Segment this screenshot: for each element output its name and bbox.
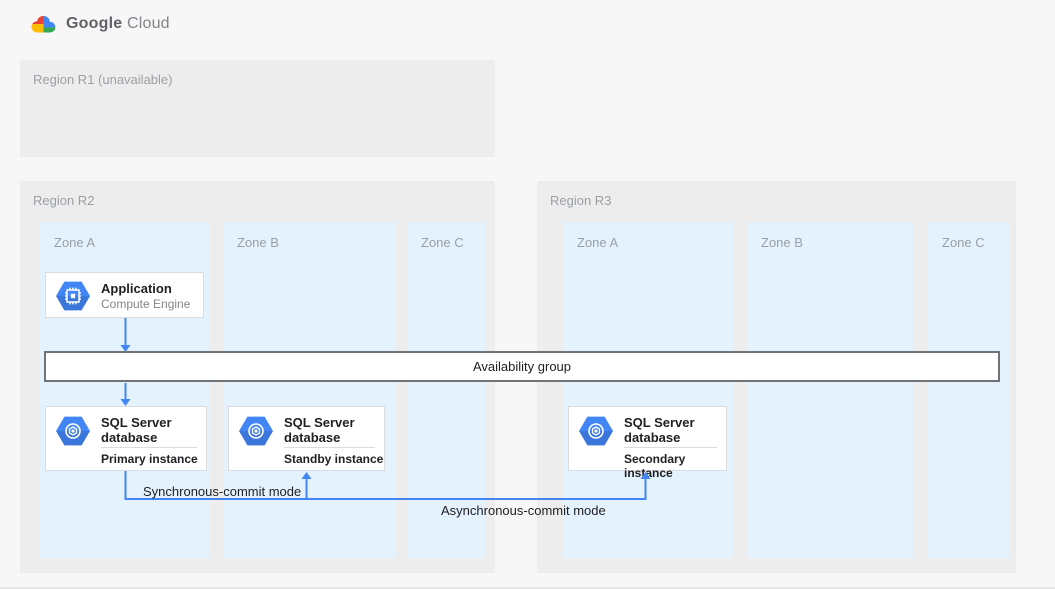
zone-r3-a: Zone A bbox=[563, 222, 733, 558]
region-r1-label: Region R1 (unavailable) bbox=[33, 72, 173, 87]
sql-primary-instance-label: Primary instance bbox=[101, 452, 198, 466]
cloud-sql-icon bbox=[239, 416, 273, 446]
async-commit-label: Asynchronous-commit mode bbox=[441, 503, 606, 518]
logo-wordmark: Google Cloud bbox=[66, 15, 170, 33]
sql-secondary-instance-label: Secondary instance bbox=[624, 452, 686, 480]
application-title: Application bbox=[101, 281, 172, 296]
google-cloud-icon bbox=[31, 15, 56, 33]
availability-group-label: Availability group bbox=[472, 359, 572, 374]
divider bbox=[284, 447, 375, 448]
sql-secondary-title: SQL Server database bbox=[624, 415, 695, 445]
sql-primary-title: SQL Server database bbox=[101, 415, 172, 445]
region-r3-label: Region R3 bbox=[550, 193, 612, 208]
sql-standby-instance-label: Standby instance bbox=[284, 452, 384, 466]
divider bbox=[624, 447, 717, 448]
zone-r2-c: Zone C bbox=[407, 222, 485, 558]
google-cloud-logo: Google Cloud bbox=[30, 13, 170, 34]
cloud-sql-icon bbox=[579, 416, 613, 446]
zone-r2-a-label: Zone A bbox=[54, 235, 96, 250]
sql-standby-title: SQL Server database bbox=[284, 415, 355, 445]
sql-secondary-node: SQL Server database Secondary instance bbox=[568, 406, 727, 480]
sql-standby-node: SQL Server database Standby instance bbox=[228, 406, 385, 471]
logo-word-google: Google bbox=[66, 14, 123, 32]
logo-word-cloud: Cloud bbox=[126, 14, 170, 32]
region-r2-label: Region R2 bbox=[33, 193, 95, 208]
zone-r2-c-label: Zone C bbox=[421, 235, 464, 250]
zone-r3-b-label: Zone B bbox=[761, 235, 803, 250]
zone-r3-c: Zone C bbox=[928, 222, 1010, 558]
zone-r3-a-label: Zone A bbox=[577, 235, 619, 250]
sync-commit-label: Synchronous-commit mode bbox=[143, 484, 302, 499]
divider bbox=[101, 447, 197, 448]
cloud-sql-icon bbox=[56, 416, 90, 446]
zone-r3-c-label: Zone C bbox=[942, 235, 985, 250]
zone-r3-b: Zone B bbox=[747, 222, 913, 558]
zone-r2-b: Zone B bbox=[223, 222, 395, 558]
compute-engine-icon bbox=[56, 281, 90, 311]
application-subtitle: Compute Engine bbox=[101, 297, 191, 311]
availability-group-bar: Availability group bbox=[44, 351, 1000, 382]
application-node: Application Compute Engine bbox=[45, 272, 204, 318]
zone-r2-b-label: Zone B bbox=[237, 235, 279, 250]
sql-primary-node: SQL Server database Primary instance bbox=[45, 406, 207, 471]
region-r1-unavailable: Region R1 (unavailable) bbox=[20, 60, 495, 157]
